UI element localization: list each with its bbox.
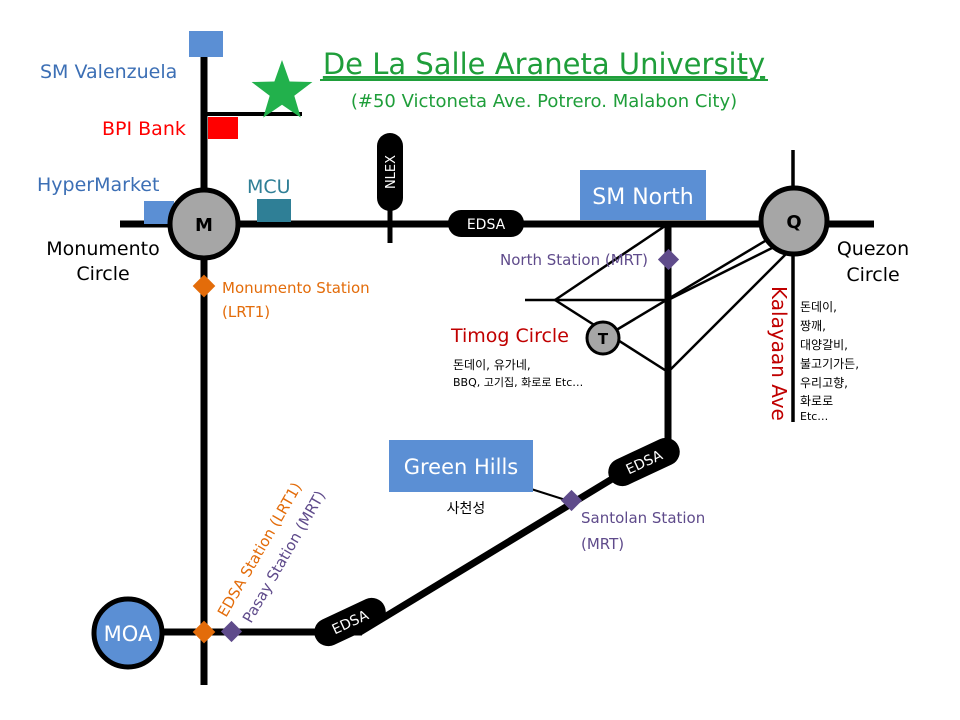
monumento-marker-letter: M [195, 215, 213, 236]
sm-valenzuela-label: SM Valenzuela [40, 61, 177, 83]
university-title: De La Salle Araneta University [323, 47, 765, 81]
sm-north-label: SM North [592, 185, 693, 210]
university-address: (#50 Victoneta Ave. Potrero. Malabon Cit… [351, 91, 737, 112]
monumento-station-label-2: (LRT1) [222, 303, 270, 321]
timog-restaurants-line1: 돈데이, 유가네, [453, 358, 531, 372]
monumento-name-line2: Circle [76, 263, 129, 285]
kalayaan-restaurant-item: Etc… [800, 410, 828, 423]
timog-circle-marker [585, 320, 621, 356]
timog-marker-letter: T [598, 330, 609, 348]
green-hills-label: Green Hills [404, 455, 519, 479]
edsa-bottom-pill-group: EDSA [314, 597, 386, 647]
kalayaan-restaurant-item: 우리고향, [800, 376, 848, 390]
road-timog-1 [554, 222, 669, 302]
santolan-station-label-2: (MRT) [581, 535, 624, 553]
north-station-diamond [657, 248, 680, 271]
timog-restaurants-line2: BBQ, 고기집, 화로로 Etc… [453, 376, 583, 389]
monumento-station-label-1: Monumento Station [222, 279, 370, 297]
pasay-station-diamond [220, 620, 243, 643]
mcu-label: MCU [247, 176, 291, 198]
kalayaan-restaurant-item: 돈데이, [800, 300, 837, 314]
sm-north-box [580, 170, 706, 220]
edsa-right-pill-group: EDSA [608, 437, 680, 487]
hypermarket-label: HyperMarket [37, 174, 159, 196]
kalayaan-restaurant-item: 화로로 [800, 394, 833, 408]
moa-circle-marker [91, 596, 165, 670]
monumento-circle-marker [167, 187, 241, 261]
sm-valenzuela-box [189, 31, 223, 57]
timog-circle-label: Timog Circle [450, 325, 569, 347]
kalayaan-restaurant-item: 대양갈비, [800, 338, 848, 352]
bpi-bank-label: BPI Bank [102, 118, 186, 140]
hypermarket-box [144, 201, 174, 224]
north-station-label: North Station (MRT) [500, 251, 648, 269]
quezon-name-line2: Circle [846, 264, 899, 286]
kalayaan-restaurant-item: 짱깨, [800, 319, 826, 333]
university-star-icon [251, 60, 313, 118]
road-timog-5 [667, 253, 787, 373]
moa-label: MOA [104, 622, 153, 646]
green-hills-restaurant: 사천성 [447, 501, 486, 517]
nlex-label: NLEX [384, 155, 399, 189]
kalayaan-ave-label: Kalayaan Ave [767, 286, 791, 421]
edsa-top-label: EDSA [467, 217, 506, 233]
kalayaan-restaurant-item: 불고기가든, [800, 357, 859, 371]
edsa-station-diamond [192, 620, 216, 644]
mcu-box [257, 199, 291, 222]
monumento-station-diamond [192, 274, 216, 298]
edsa-bottom-pill [314, 597, 386, 647]
quezon-name-line1: Quezon [837, 238, 909, 260]
kalayaan-restaurant-list: 돈데이, 짱깨, 대양갈비, 불고기가든, 우리고향, 화로로 Etc… [800, 300, 859, 423]
green-hills-box [389, 440, 533, 492]
quezon-marker-letter: Q [786, 212, 801, 233]
road-timog-3 [602, 230, 781, 340]
nlex-pill [377, 133, 403, 211]
monumento-name-line1: Monumento [46, 238, 159, 260]
santolan-station-label-1: Santolan Station [581, 509, 705, 527]
edsa-top-pill [448, 210, 524, 237]
edsa-right-pill [608, 437, 680, 487]
quezon-circle-marker [758, 185, 830, 257]
road-timog-4 [667, 242, 781, 302]
bpi-bank-box [208, 117, 238, 139]
santolan-station-diamond [560, 489, 583, 512]
